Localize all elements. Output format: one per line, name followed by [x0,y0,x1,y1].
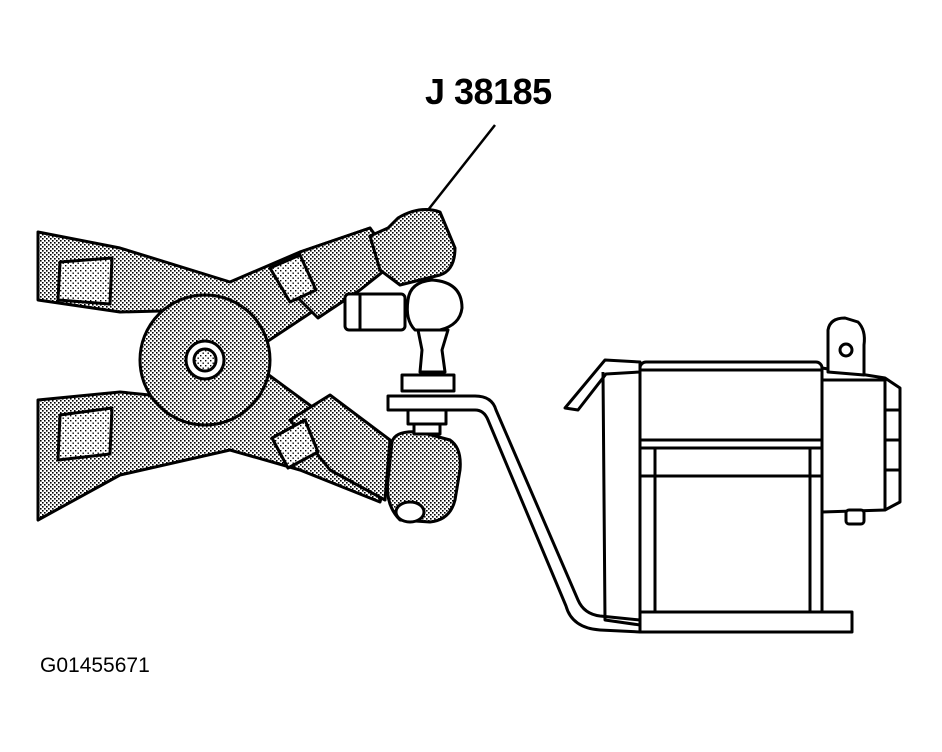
ball-stud-nut [400,373,456,393]
lower-tip-end [394,500,426,524]
module-body [638,360,824,622]
ball-stud-assembly [343,278,642,634]
callout-leader-line [427,124,496,211]
module-base-plate [638,610,854,634]
upper-grip-segment-2 [268,253,318,304]
module-left-flange-inner [601,371,641,627]
lower-grip-segment-2 [270,418,320,470]
tool-number-callout: J 38185 [425,71,552,112]
hose-clamp-pliers [36,208,462,524]
lower-grip-segment [56,406,114,462]
upper-grip-segment [56,256,114,306]
ball-stud-ball [405,278,464,332]
actuator-module [563,316,902,634]
pliers-pivot-bolt-inner [192,347,218,373]
mounting-tab-hole [838,342,854,358]
ball-stud-neck [416,328,450,374]
pliers-lower-jaw [288,393,392,502]
figure-id: G01455671 [40,654,150,677]
ball-stud-washer [412,422,442,436]
module-bottom-tab [844,508,866,526]
linkage-socket [343,292,407,332]
pliers-upper-tip [368,208,457,287]
pliers-lower-tip [386,430,462,524]
ball-stud-thread [406,408,448,426]
